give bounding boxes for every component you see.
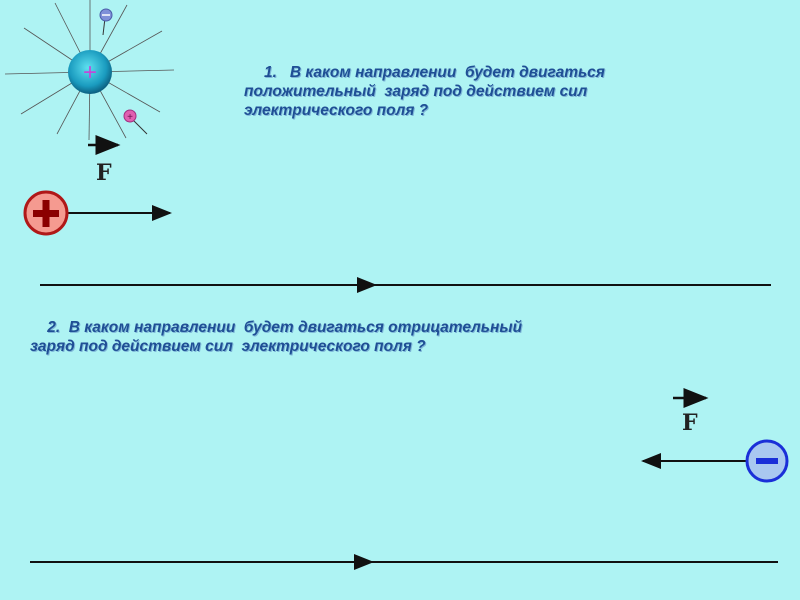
question-1-line-3: электрического поля ? [244, 102, 429, 119]
question-2-line-2: заряд под действием сил электрического п… [30, 338, 426, 355]
force-label-2: F [682, 410, 698, 436]
negative-charge [641, 439, 789, 483]
question-2: 2. В каком направлении будет двигаться о… [30, 318, 522, 356]
positive-charge [23, 190, 172, 236]
small-positive-charge: + [123, 109, 148, 135]
svg-text:+: + [127, 112, 133, 123]
question-1-line-1: 1. В каком направлении будет двигаться [264, 64, 605, 81]
small-negative-charge [99, 8, 113, 36]
question-1-line-2: положительный заряд под действием сил [244, 83, 588, 100]
question-2-line-1: 2. В каком направлении будет двигаться о… [30, 319, 523, 336]
force-label-1: F [96, 160, 112, 186]
source-charge-sign: + [83, 59, 97, 86]
source-charge [68, 50, 112, 94]
question-1: 1. В каком направлении будет двигаться по… [244, 63, 605, 120]
